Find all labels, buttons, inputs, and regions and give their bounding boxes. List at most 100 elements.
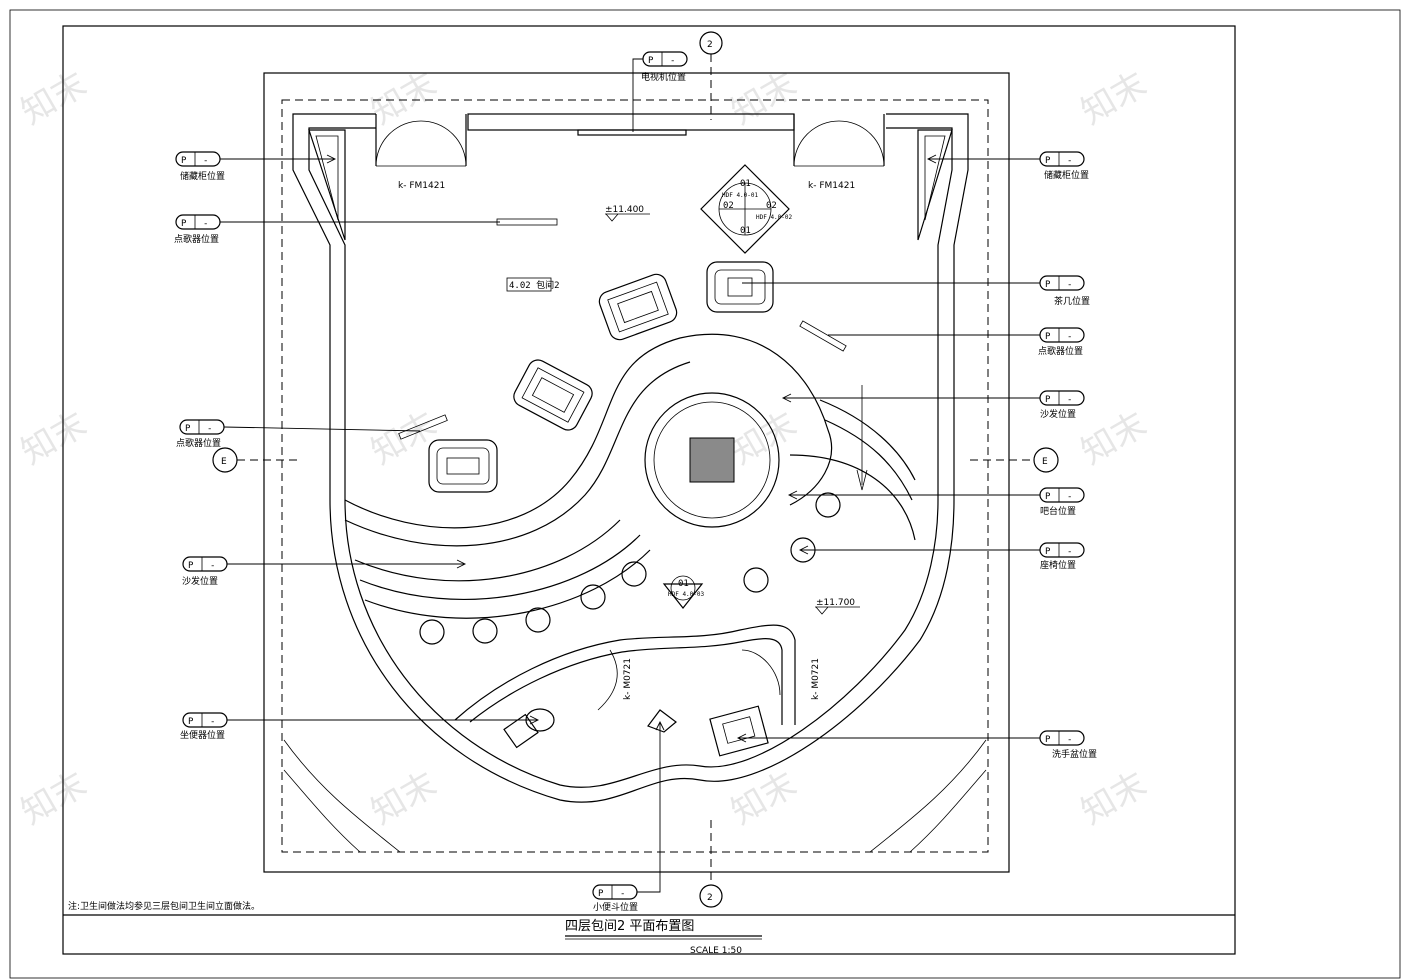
basin-fixture [709, 705, 769, 757]
callout-song-right: P - 点歌器位置 [828, 327, 1085, 357]
grid-axis-bottom: 2 [699, 820, 723, 908]
svg-text:P: P [598, 889, 604, 899]
elev-bottom: 01 [740, 226, 751, 236]
elevation-index-symbol: 01 02 02 01 HDF 4.0-01 HDF 4.0-02 [700, 164, 793, 254]
callout-bar: P - 吧台位置 [787, 487, 1085, 517]
tea-table-mid [513, 359, 593, 431]
watermark-text: 知末 [15, 64, 94, 133]
bar-stool [621, 561, 647, 587]
sheet-outer-border [9, 9, 1401, 979]
door-label-left: k- FM1421 [398, 181, 445, 191]
watermark-text: 知末 [1075, 404, 1154, 473]
svg-text:P: P [1045, 547, 1051, 557]
room-wall-outer [292, 113, 969, 803]
watermark-text: 知末 [1075, 764, 1154, 833]
callout-stool: P - 座椅位置 [798, 542, 1085, 571]
room-tag: 4.02 包间2 [509, 279, 560, 291]
svg-text:P: P [181, 156, 187, 166]
grid-axis-left: E [212, 447, 300, 473]
sofa-band-right-2 [824, 419, 913, 501]
svg-text:-: - [670, 56, 675, 66]
room-wall-inner [308, 127, 953, 788]
level-upper: ±11.400 [605, 205, 644, 215]
bar-stool [743, 567, 769, 593]
song-device-top [496, 218, 558, 226]
bar-counter-inner [653, 401, 771, 519]
bar-stool [419, 619, 445, 645]
svg-text:点歌器位置: 点歌器位置 [176, 437, 221, 449]
watermark-text: 知末 [725, 64, 804, 133]
svg-text:P: P [188, 717, 194, 727]
svg-text:点歌器位置: 点歌器位置 [1038, 345, 1083, 357]
grid-axis-top: 2 [699, 31, 723, 120]
watermark-text: 知末 [725, 404, 804, 473]
elev-ref-b: HDF 4.0-02 [756, 214, 793, 221]
bar-stool [525, 607, 551, 633]
svg-text:P: P [1045, 492, 1051, 502]
sofa-band-upper [344, 333, 833, 529]
svg-text:吧台位置: 吧台位置 [1040, 505, 1076, 517]
door-swing-left-b [420, 120, 467, 167]
elev-toilet: 01 [678, 579, 689, 589]
callout-sofa-left: P - 沙发位置 [182, 556, 467, 587]
watermark-text: 知末 [15, 404, 94, 473]
svg-text:茶几位置: 茶几位置 [1054, 295, 1090, 307]
watermark-text: 知末 [15, 764, 94, 833]
level-triangle [815, 606, 829, 615]
sofa-band-right [819, 399, 916, 481]
svg-text:-: - [207, 424, 212, 434]
callout-sofa-right: P - 沙发位置 [781, 390, 1085, 420]
svg-text:2: 2 [707, 40, 713, 50]
svg-text:储藏柜位置: 储藏柜位置 [180, 170, 225, 182]
watermark-text: 知末 [365, 404, 444, 473]
door-label-toilet-left: k- M0721 [623, 658, 633, 700]
grid-axis-right: E [970, 447, 1059, 473]
tea-table-left [428, 439, 498, 493]
floor-arc-right [869, 739, 987, 853]
bar-stool [472, 618, 498, 644]
callout-tv: P - 电视机位置 [632, 51, 688, 132]
svg-text:洗手盆位置: 洗手盆位置 [1052, 748, 1097, 760]
svg-text:坐便器位置: 坐便器位置 [180, 729, 225, 741]
tea-table-top [598, 273, 678, 341]
elev-right: 02 [766, 201, 777, 211]
svg-text:-: - [1067, 492, 1072, 502]
watermark-text: 知末 [725, 764, 804, 833]
door-swing-right-b [838, 120, 885, 167]
svg-text:点歌器位置: 点歌器位置 [174, 233, 219, 245]
callout-basin: P - 洗手盆位置 [736, 730, 1097, 760]
level-lower: ±11.700 [816, 598, 855, 608]
bar-stool [580, 584, 606, 610]
svg-text:-: - [1067, 735, 1072, 745]
section-arrow [856, 469, 868, 491]
bar-counter-outer [644, 392, 780, 528]
sheet-inner-border [62, 25, 1236, 955]
svg-text:-: - [210, 561, 215, 571]
toilet-door-swing-right [741, 649, 781, 696]
svg-text:-: - [1067, 156, 1072, 166]
room-tag-box [506, 277, 552, 292]
wc-fixture [503, 708, 555, 749]
svg-text:小便斗位置: 小便斗位置 [593, 901, 638, 913]
storage-cabinet-left [308, 129, 346, 241]
door-swing-left-a [375, 120, 422, 167]
svg-text:-: - [620, 889, 625, 899]
svg-text:P: P [648, 56, 654, 66]
svg-text:-: - [1067, 280, 1072, 290]
sofa-band-lower [354, 519, 621, 582]
column [689, 437, 735, 483]
elev-top: 01 [740, 179, 751, 189]
svg-text:座椅位置: 座椅位置 [1040, 559, 1076, 571]
callout-tea: P - 茶几位置 [742, 275, 1090, 307]
urinal-fixture [647, 709, 677, 733]
toilet-wall [454, 624, 796, 725]
toilet-door-swing [597, 649, 618, 711]
door-label-toilet-right: k- M0721 [811, 658, 821, 700]
bar-stool [815, 492, 841, 518]
svg-text:E: E [221, 457, 227, 467]
sofa-band-lower-2 [359, 534, 641, 601]
svg-text:-: - [1067, 332, 1072, 342]
tea-table-right [706, 261, 774, 313]
song-device-right [799, 320, 847, 352]
